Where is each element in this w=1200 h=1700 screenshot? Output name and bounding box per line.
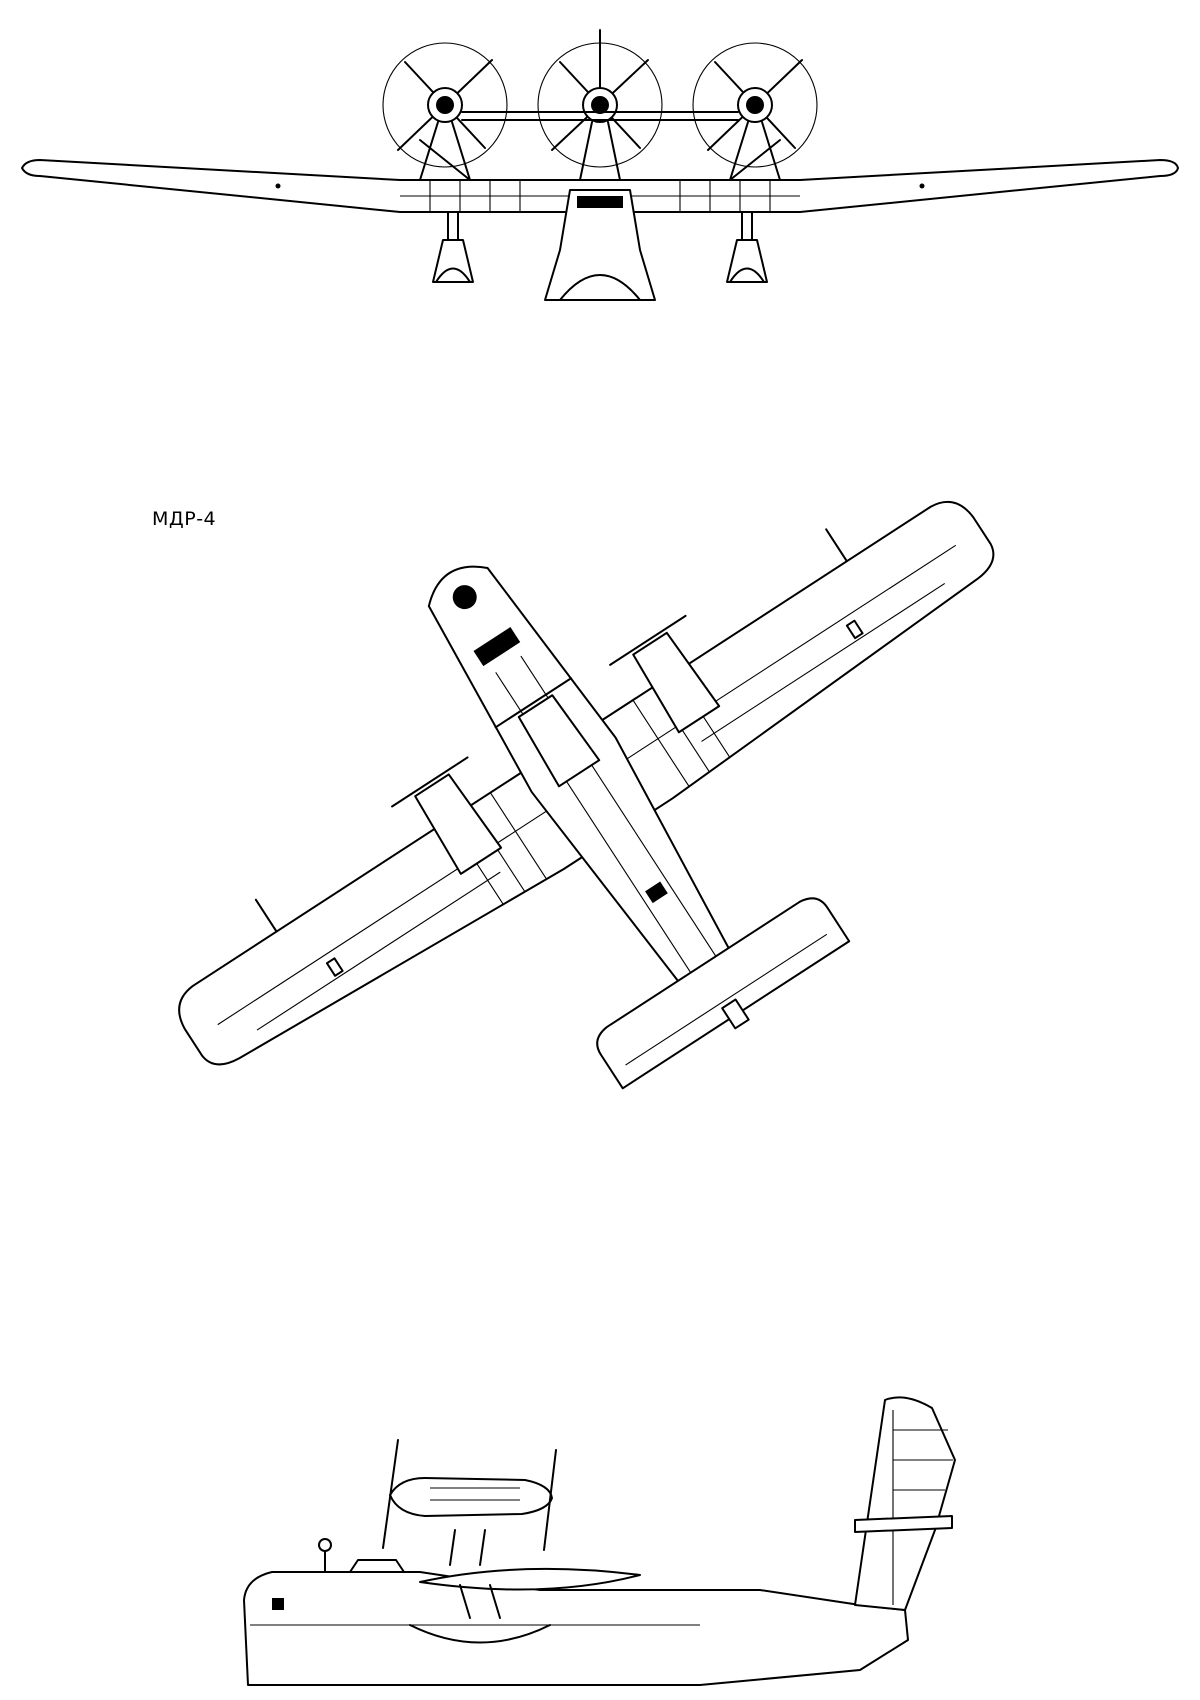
front-view: [21, 29, 1179, 301]
rear-propeller: [543, 1449, 557, 1551]
left-aileron-line: [256, 871, 501, 1031]
right-float: [726, 239, 768, 283]
tail-turret: [721, 998, 750, 1030]
right-aileron-line: [701, 583, 946, 742]
cockpit-glazing: [577, 196, 623, 208]
side-cockpit: [349, 1559, 405, 1573]
side-engine-nacelle: [389, 1477, 553, 1517]
side-wing: [419, 1567, 641, 1591]
plan-tailplane: [596, 897, 851, 1090]
front-wing: [21, 159, 1179, 213]
front-hull: [544, 189, 656, 301]
engine-struts: [419, 121, 781, 181]
side-tailplane: [854, 1515, 953, 1533]
dorsal-turret: [645, 881, 668, 904]
nose-turret: [452, 585, 477, 610]
front-propeller: [382, 1439, 399, 1549]
side-fin: [854, 1396, 956, 1611]
plan-engines: [391, 614, 721, 875]
right-propeller-disc: [692, 42, 818, 168]
left-float: [432, 239, 474, 283]
plan-view: [178, 500, 995, 1090]
side-hull: [243, 1571, 909, 1686]
left-propeller-disc: [382, 42, 508, 168]
plan-cockpit: [473, 627, 521, 667]
side-nose-gun: [272, 1598, 284, 1610]
side-view: [243, 1396, 956, 1686]
centre-section-ribs: [429, 180, 771, 212]
aircraft-designation-label: МДР-4: [152, 508, 217, 530]
